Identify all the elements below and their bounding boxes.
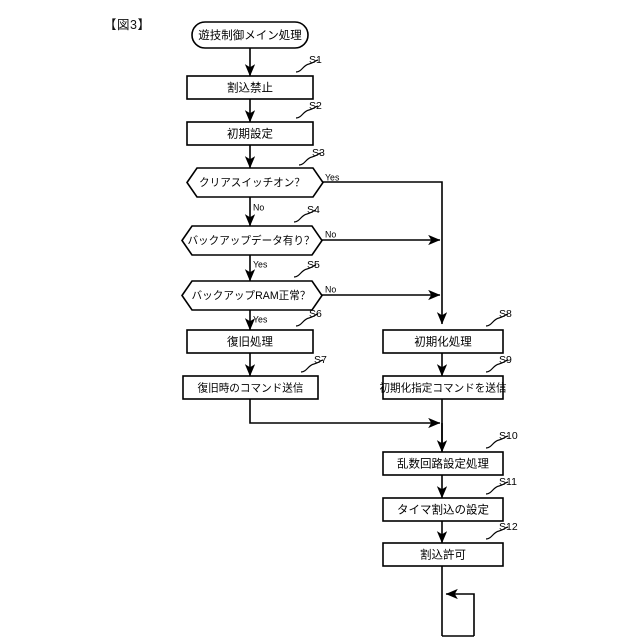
edge-s7-merge-right: [249, 399, 441, 429]
leader-s7: [300, 359, 324, 373]
node-s9-label: 初期化指定コマンドを送信: [379, 381, 507, 394]
node-s11-label: タイマ割込の設定: [397, 503, 489, 517]
leader-s10: [485, 435, 509, 449]
leader-s4: [293, 209, 317, 223]
step-label-s4: S4: [307, 204, 320, 216]
node-start[interactable]: 遊技制御メイン処理: [191, 21, 309, 49]
edge-layer: [244, 48, 475, 637]
node-s11[interactable]: タイマ割込の設定: [382, 497, 504, 522]
branch-label-s4-no: No: [325, 229, 336, 239]
step-label-s10: S10: [499, 430, 518, 442]
node-s8-label: 初期化処理: [414, 335, 472, 349]
leader-s12: [485, 526, 509, 540]
node-s3-label: クリアスイッチオン？: [199, 177, 305, 189]
node-s1[interactable]: 割込禁止: [186, 75, 314, 100]
node-s6[interactable]: 復旧処理: [186, 329, 314, 354]
node-s2-label: 初期設定: [227, 127, 273, 141]
node-s2[interactable]: 初期設定: [186, 121, 314, 146]
node-s10[interactable]: 乱数回路設定処理: [382, 451, 504, 476]
leader-s9: [485, 359, 509, 373]
branch-label-s3-no: No: [253, 202, 264, 212]
step-label-s12: S12: [499, 521, 518, 533]
node-s4-label: バックアップデータ有り？: [187, 234, 314, 247]
branch-label-s3-yes: Yes: [325, 172, 340, 182]
step-label-s8: S8: [499, 308, 512, 320]
leader-s1: [295, 59, 319, 73]
node-s7-label: 復旧時のコマンド送信: [198, 381, 304, 394]
node-s4[interactable]: バックアップデータ有り？: [181, 225, 323, 256]
figure-number-label: 【図3】: [104, 18, 151, 32]
step-label-s7: S7: [314, 354, 327, 366]
step-label-s3: S3: [312, 147, 325, 159]
node-s7[interactable]: 復旧時のコマンド送信: [182, 375, 319, 400]
node-s10-label: 乱数回路設定処理: [397, 457, 489, 471]
node-s1-label: 割込禁止: [227, 81, 273, 95]
leader-s8: [485, 313, 509, 327]
edge-s3-yes-to-trunk: [320, 181, 448, 325]
branch-label-s4-yes: Yes: [253, 259, 268, 269]
branch-label-s5-no: No: [325, 284, 336, 294]
node-start-label: 遊技制御メイン処理: [198, 28, 302, 42]
step-label-s5: S5: [307, 259, 320, 271]
node-s9[interactable]: 初期化指定コマンドを送信: [379, 375, 507, 400]
leader-s2: [295, 105, 319, 119]
step-label-s1: S1: [309, 54, 322, 66]
step-label-s6: S6: [309, 308, 322, 320]
step-label-s9: S9: [499, 354, 512, 366]
node-s12[interactable]: 割込許可: [382, 542, 504, 567]
node-s3[interactable]: クリアスイッチオン？: [186, 167, 324, 198]
node-s5[interactable]: バックアップRAM正常？: [181, 280, 323, 311]
leader-s3: [298, 152, 322, 166]
node-s6-label: 復旧処理: [227, 335, 273, 349]
branch-label-s5-yes: Yes: [253, 314, 268, 324]
node-s5-label: バックアップRAM正常？: [192, 289, 311, 302]
leader-s11: [485, 481, 509, 495]
step-label-s11: S11: [499, 476, 517, 488]
leader-s6: [295, 313, 319, 327]
step-label-s2: S2: [309, 100, 322, 112]
node-s8[interactable]: 初期化処理: [382, 329, 504, 354]
leader-s5: [293, 264, 317, 278]
node-s12-label: 割込許可: [420, 548, 466, 562]
edge-loop-back: [445, 588, 475, 636]
